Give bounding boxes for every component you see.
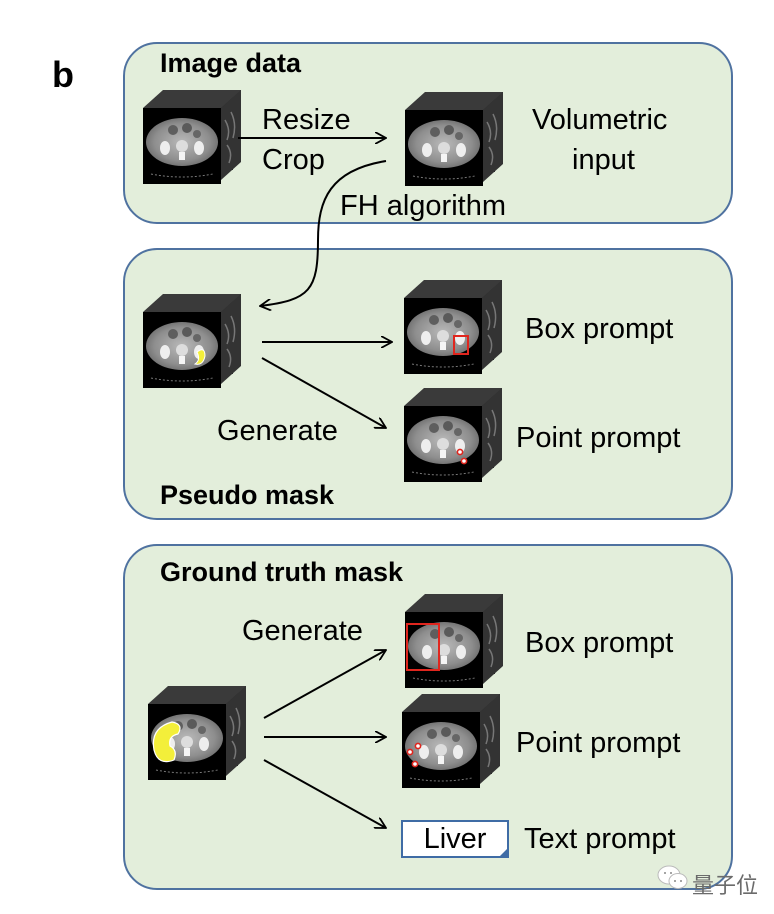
point-prompt-dot <box>406 748 414 756</box>
ct-volume-icon-ground-truth <box>148 686 247 781</box>
gt-generate-label: Generate <box>242 615 363 647</box>
fh-algorithm-label: FH algorithm <box>340 190 506 222</box>
ct-volume-icon-gt-point <box>402 694 501 789</box>
pseudo-box-prompt-label: Box prompt <box>525 313 674 345</box>
gt-box-prompt-label: Box prompt <box>525 627 674 659</box>
gt-text-prompt-label: Text prompt <box>524 823 676 855</box>
text-prompt-box: Liver <box>401 820 509 858</box>
point-prompt-dot <box>411 760 419 768</box>
point-prompt-dot <box>456 448 464 456</box>
panel-title-pseudo-mask: Pseudo mask <box>160 480 335 510</box>
ct-volume-icon-pseudo-mask <box>143 294 242 389</box>
volumetric-input-label-line1: Volumetric <box>532 104 668 136</box>
text-prompt-value: Liver <box>423 823 487 855</box>
box-prompt-rect <box>453 335 469 355</box>
text-box-fold <box>498 847 509 858</box>
arrow-icon <box>263 759 386 828</box>
pseudo-point-prompt-label: Point prompt <box>516 422 681 454</box>
crop-label: Crop <box>262 144 325 176</box>
wechat-icon <box>657 865 688 889</box>
point-prompt-dot <box>414 742 422 750</box>
liver-mask-region <box>152 721 181 763</box>
panel-title-ground-truth-mask: Ground truth mask <box>160 557 404 587</box>
pseudo-mask-region <box>193 349 206 365</box>
figure-label: b <box>52 54 74 95</box>
panel-title-image-data: Image data <box>160 48 302 78</box>
box-prompt-rect <box>406 623 440 671</box>
ct-volume-icon-gt-box <box>405 594 504 689</box>
gt-point-prompt-label: Point prompt <box>516 727 681 759</box>
point-prompt-dot <box>460 457 468 465</box>
pseudo-generate-label: Generate <box>217 415 338 447</box>
arrow-icon <box>263 650 386 719</box>
ct-volume-icon-pseudo-point <box>404 388 503 483</box>
ct-volume-icon-pseudo-box <box>404 280 503 375</box>
watermark-text: 量子位 <box>692 873 759 898</box>
arrow-icon <box>261 357 386 428</box>
resize-label: Resize <box>262 104 351 136</box>
arrow-icon <box>260 160 387 306</box>
volumetric-input-label-line2: input <box>572 144 635 176</box>
